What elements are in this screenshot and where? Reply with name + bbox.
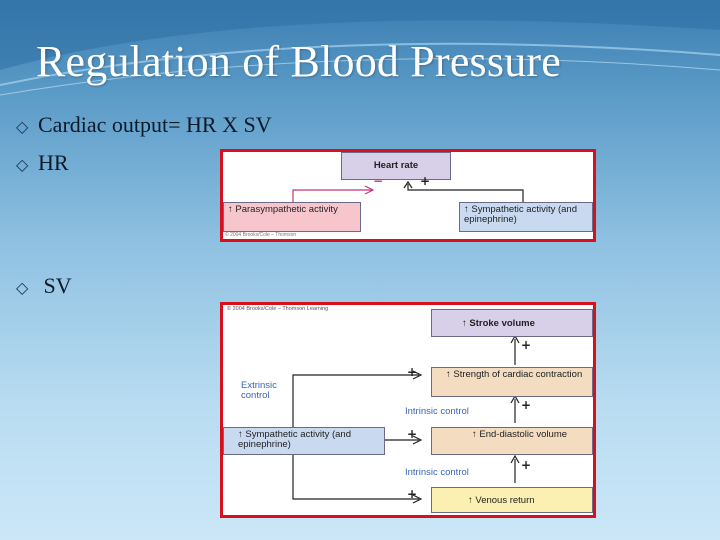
plus-sign-extrinsic-bottom: + bbox=[407, 487, 418, 501]
bullet-sv: ◇ SV bbox=[16, 273, 72, 299]
sv-copyright: © 2004 Brooks/Cole – Thomson Learning bbox=[227, 306, 329, 312]
plus-sign-extrinsic-top: + bbox=[407, 365, 418, 379]
venous-return-box: ↑ Venous return bbox=[431, 487, 593, 513]
slide-title: Regulation of Blood Pressure bbox=[36, 37, 561, 86]
sympathetic-box: ↑ Sympathetic activity (and epinephrine) bbox=[459, 202, 593, 232]
hollow-diamond-bullet-icon: ◇ bbox=[16, 117, 29, 136]
heart-rate-box: Heart rate bbox=[341, 152, 451, 180]
intrinsic-control-label-1: Intrinsic control bbox=[405, 406, 469, 417]
header-swoosh-decoration bbox=[0, 0, 720, 96]
intrinsic-control-label-2: Intrinsic control bbox=[405, 467, 469, 478]
end-diastolic-volume-box: ↑ End-diastolic volume bbox=[431, 427, 593, 455]
plus-sign-1: + bbox=[521, 338, 532, 352]
strength-of-contraction-box: ↑ Strength of cardiac contraction bbox=[431, 367, 593, 397]
bullet-hr: ◇ HR bbox=[16, 150, 69, 176]
hollow-diamond-bullet-icon: ◇ bbox=[16, 278, 29, 297]
minus-sign: − bbox=[373, 174, 384, 188]
extrinsic-control-label: Extrinsic control bbox=[241, 380, 277, 401]
parasympathetic-box: ↑ Parasympathetic activity bbox=[223, 202, 361, 232]
plus-sign-2: + bbox=[521, 398, 532, 412]
bullet-text: HR bbox=[38, 150, 69, 175]
plus-sign-sympathetic: + bbox=[407, 427, 418, 441]
heart-rate-diagram: Heart rate − + ↑ Parasympathetic activit… bbox=[220, 149, 596, 242]
bullet-text: SV bbox=[38, 273, 72, 298]
bullet-cardiac-output: ◇ Cardiac output= HR X SV bbox=[16, 112, 272, 138]
plus-sign: + bbox=[420, 174, 431, 188]
hr-copyright: © 2004 Brooks/Cole – Thomson bbox=[225, 232, 297, 238]
bullet-text: Cardiac output= HR X SV bbox=[38, 112, 272, 137]
hollow-diamond-bullet-icon: ◇ bbox=[16, 155, 29, 174]
hr-connector-lines bbox=[292, 180, 524, 202]
stroke-volume-diagram: © 2004 Brooks/Cole – Thomson Learning ↑ … bbox=[220, 302, 596, 518]
plus-sign-3: + bbox=[521, 458, 532, 472]
sv-sympathetic-box: ↑ Sympathetic activity (and epinephrine) bbox=[223, 427, 385, 455]
stroke-volume-box: ↑ Stroke volume bbox=[431, 309, 593, 337]
